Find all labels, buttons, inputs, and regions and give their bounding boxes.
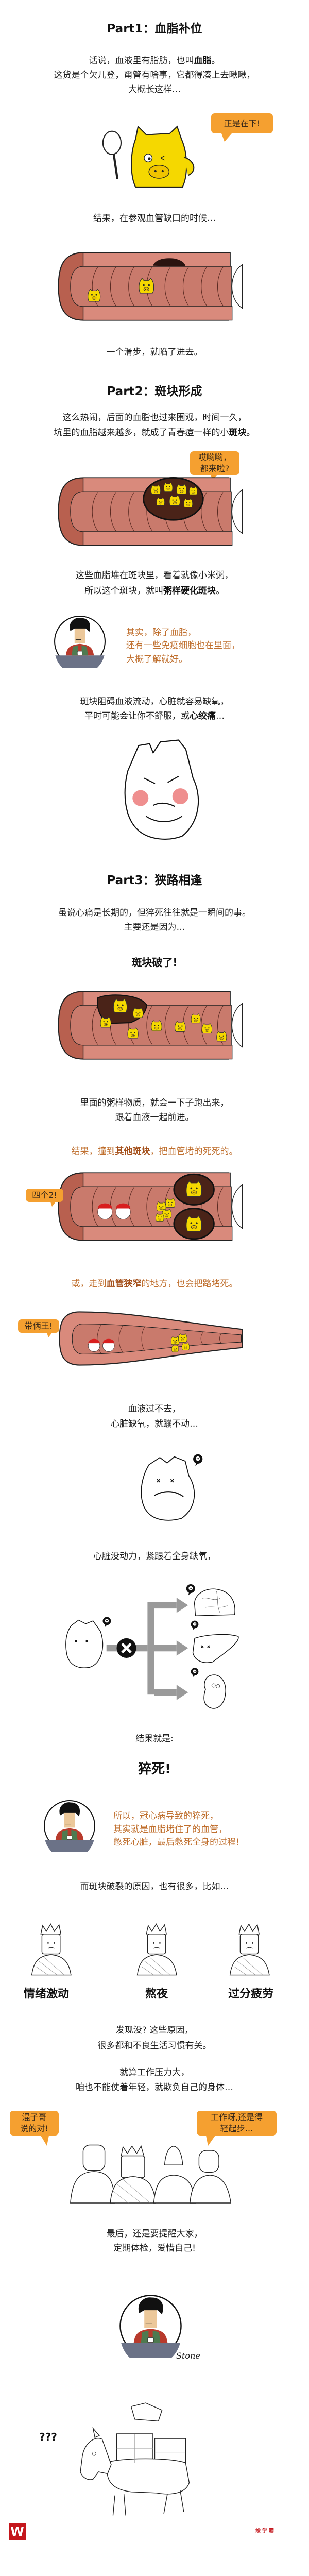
work-line-1: 就算工作压力大，: [119, 2067, 190, 2078]
part2-title: Part2：斑块形成: [107, 385, 202, 398]
bubble-line: 工作呀,还是得: [210, 2112, 263, 2122]
bubble-text: 正是在下!: [224, 118, 261, 128]
plaque-line: 坑里的血脂越来越多，就成了青春痘一样的小斑块。: [54, 428, 255, 438]
narrow-line: 或，走到血管狭窄的地方，也会把路堵死。: [71, 1279, 238, 1289]
closing-line-1: 最后，还是要提醒大家，: [106, 2229, 203, 2239]
narrowed-vessel-illustration: [59, 1311, 243, 1366]
speech-bubble-two-kings: 带俩王!: [18, 1319, 59, 1337]
porridge-line-1: 这些血脂堆在斑块里，看着就像小米粥，: [76, 570, 233, 581]
brand-logo: W: [9, 2523, 26, 2540]
king-staying-up-illustration: [136, 1923, 177, 1976]
overloaded-donkey-illustration: [80, 2402, 190, 2516]
note-line-3: 大概了解就好。: [126, 654, 187, 665]
bubble-text: 带俩王!: [24, 1321, 53, 1331]
blocked-line-1: 血液过不去，: [128, 1404, 181, 1414]
summary-line-2: 其实就是血脂堵住了的血管，: [113, 1824, 227, 1835]
confused-marks: ???: [39, 2431, 57, 2443]
bubble-line: 都来啦?: [200, 464, 230, 473]
blood-vessel-with-gap-illustration: [58, 252, 243, 321]
king-emotional-illustration: [31, 1923, 72, 1976]
collide-line: 结果，撞到其他斑块，把血管堵的死死的。: [71, 1146, 238, 1157]
sudden-line: 虽说心痛是长期的，但猝死往往就是一瞬间的事。: [58, 908, 251, 918]
ruptured-plaque-vessel-illustration: [58, 991, 243, 1060]
escape-line-1: 里面的粥样物质，就会一下子跑出来，: [80, 1098, 229, 1108]
fat-pig-with-magnifier-illustration: [102, 125, 195, 188]
note-line-2: 还有一些免疫细胞也在里面，: [126, 640, 240, 651]
flow-arrows: [106, 1597, 188, 1700]
cause-label-emotion: 情绪激动: [23, 1988, 69, 2001]
escape-line-2: 跟着血液一起前进。: [115, 1112, 194, 1123]
plaque-burst-heading: 斑块破了!: [131, 956, 178, 969]
blocked-vessel-illustration: [58, 1172, 243, 1241]
speech-bubble-work: 工作呀,还是得 轻起步…: [197, 2111, 277, 2146]
part1-title: Part1：血脂补位: [107, 22, 202, 36]
organ-failure-diagram: [65, 1584, 239, 1709]
bubble-text: 四个2!: [32, 1190, 57, 1200]
intro-line-3: 大概长这样…: [128, 84, 181, 95]
intro-line-2: 这货是个欠儿登，甭管有啥事，它都得凑上去瞅瞅，: [54, 70, 255, 80]
blocked-line-2: 心脏缺氧，就蹦不动…: [111, 1419, 198, 1429]
summary-line-1: 所以，冠心病导致的猝死，: [113, 1811, 218, 1821]
closing-line-2: 定期体检，爱惜自己!: [113, 2243, 196, 2253]
angina-line-1: 斑块阻碍血液流动，心脏就容易缺氧，: [80, 697, 229, 707]
brand-name: 绘学霸: [255, 2528, 276, 2534]
bubble-line: 混子哥: [22, 2112, 47, 2122]
heart-in-pain-illustration: [124, 739, 199, 840]
king-exhausted-illustration: [229, 1923, 270, 1976]
narrator-avatar: [54, 616, 106, 668]
part3-title: Part3：狭路相逢: [107, 874, 202, 887]
author-signature: Stone: [176, 2351, 200, 2361]
sudden-death-heading: 猝死!: [138, 1761, 171, 1777]
work-line-2: 咱也不能仗着年轻，就欺负自己的身体…: [76, 2082, 233, 2093]
summary-line-3: 憋死心脏，最后憋死全身的过程!: [113, 1837, 239, 1848]
speech-bubble-welcome: 哎哟哟， 都来啦?: [190, 451, 239, 480]
because-line: 主要还是因为…: [124, 922, 185, 933]
note-line-1: 其实，除了血脂，: [126, 628, 196, 638]
visit-gap-line: 结果，在参观血管缺口的时候…: [93, 213, 216, 224]
author-avatar: [119, 2295, 182, 2358]
intro-line-1: 话说，血液里有脂肪，也叫血脂。: [89, 56, 220, 66]
hypoxia-line: 心脏没动力，紧跟着全身缺氧，: [93, 1551, 216, 1562]
cause-label-fatigue: 过分疲劳: [228, 1988, 273, 2001]
causes-intro-line: 而斑块破裂的原因，也有很多，比如…: [80, 1882, 229, 1892]
cause-label-late-night: 熬夜: [145, 1988, 168, 2001]
dying-heart-illustration: [141, 1454, 203, 1521]
bubble-line: 轻起步…: [220, 2124, 253, 2133]
angina-line-2: 平时可能会让你不舒服，或心绞痛…: [84, 711, 225, 721]
speech-bubble-fat: 正是在下!: [211, 113, 273, 142]
speech-bubble-four-twos: 四个2!: [26, 1189, 63, 1207]
narrator-avatar: [44, 1800, 95, 1852]
habits-line-1: 发现没? 这些原因，: [115, 2025, 194, 2036]
group-from-behind-illustration: [70, 2144, 232, 2204]
speech-bubble-agree: 混子哥 说的对!: [10, 2111, 59, 2146]
crowd-line: 这么热闹，后面的血脂也过来围观，时间一久，: [62, 413, 247, 423]
bubble-line: 说的对!: [20, 2124, 48, 2133]
habits-line-2: 很多都和不良生活习惯有关。: [97, 2041, 212, 2051]
slip-line: 一个滑步，就陷了进去。: [106, 347, 203, 358]
bubble-line: 哎哟哟，: [198, 452, 231, 462]
vessel-plaque-illustration: [58, 477, 243, 546]
porridge-line-2: 所以这个斑块，就叫粥样硬化斑块。: [84, 586, 225, 596]
result-line: 结果就是:: [135, 1734, 174, 1744]
